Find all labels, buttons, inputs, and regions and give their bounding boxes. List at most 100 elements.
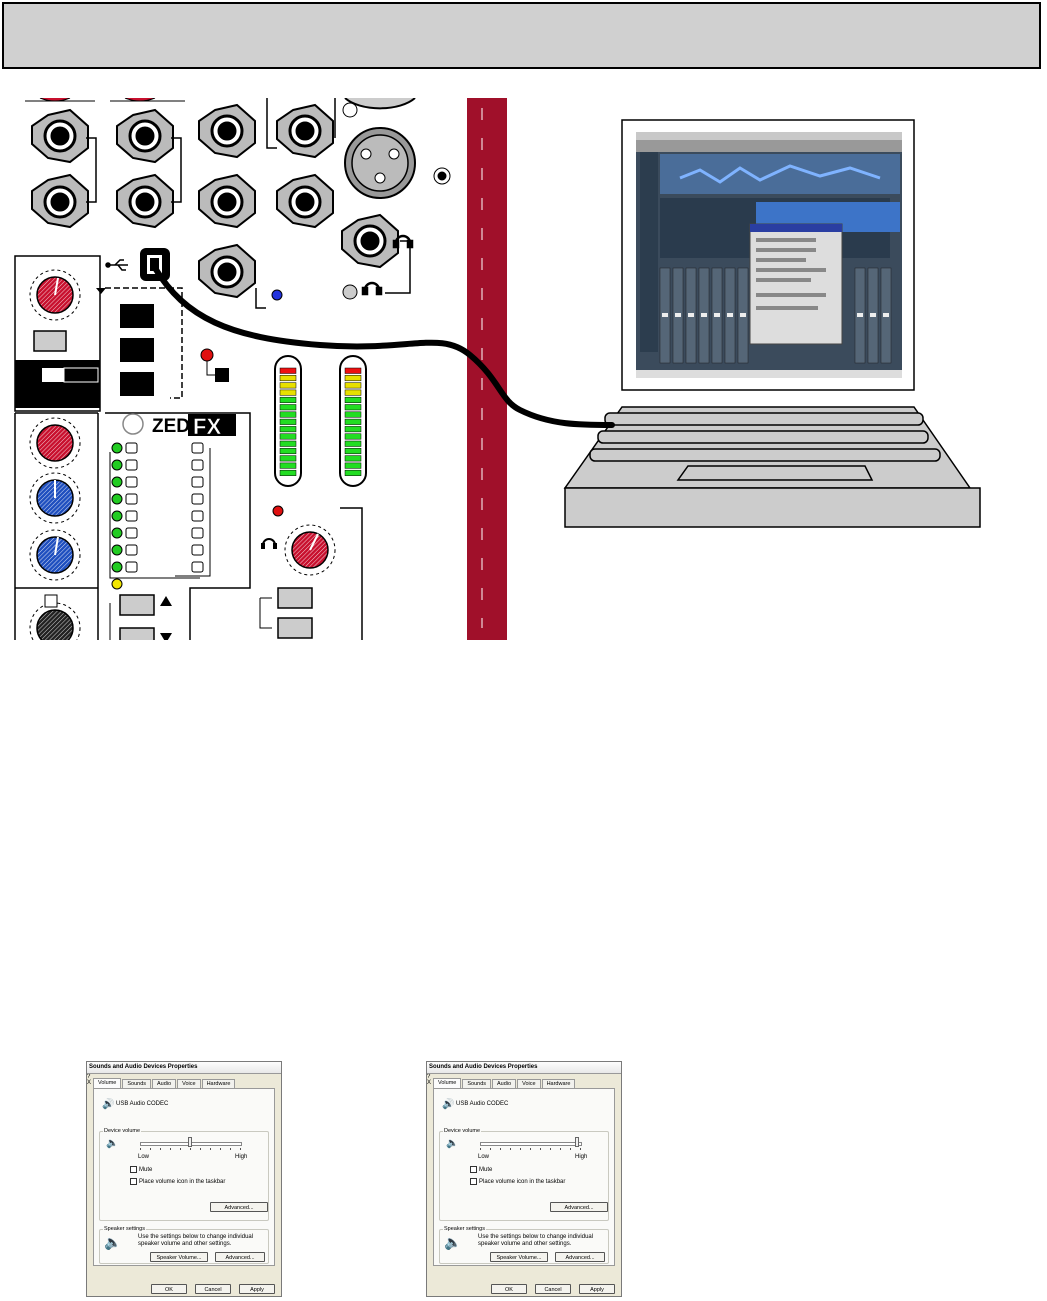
speaker-settings-label: Speaker settings [103,1226,146,1232]
level-meter-left [274,355,302,487]
ok-button[interactable]: OK [491,1284,527,1294]
slider-tick [150,1148,151,1150]
slider-tick [520,1148,521,1150]
mute-checkbox[interactable] [470,1166,477,1173]
speaker-advanced-button[interactable]: Advanced... [215,1252,265,1262]
device-volume-group: Device volume 🔈 Low High Mute Place volu… [99,1128,269,1221]
ok-button[interactable]: OK [151,1284,187,1294]
taskbar-checkbox[interactable] [470,1178,477,1185]
mixer-brand-label: ZED [152,416,190,437]
tab-hardware[interactable]: Hardware [201,1079,236,1088]
low-label: Low [478,1154,490,1160]
sound-properties-dialog-2: Sounds and Audio Devices Properties ? X … [426,1061,622,1297]
device-volume-group: Device volume 🔈 Low High Mute Place volu… [439,1128,609,1221]
speaker-settings-label: Speaker settings [443,1226,486,1232]
device-name: USB Audio CODEC [116,1101,169,1107]
gain-knob [29,269,81,321]
slider-tick [510,1148,511,1150]
meter-segment [279,411,297,418]
meter-segment [279,440,297,447]
apply-button[interactable]: Apply [239,1284,275,1294]
slider-tick [540,1148,541,1150]
tab-strip: Volume Sounds Audio Voice Hardware [93,1078,236,1089]
meter-segment [344,462,362,469]
high-label: High [235,1154,248,1160]
speaker-advanced-button[interactable]: Advanced... [555,1252,605,1262]
usb-cable [152,265,615,428]
daw-fader-cap [714,313,720,317]
tab-voice[interactable]: Voice [177,1079,201,1088]
speakers-icon: 🔈 [104,1234,122,1250]
volume-speaker-icon: 🔈 [446,1138,459,1149]
laptop-illustration [563,119,981,528]
volume-slider-thumb[interactable] [575,1137,579,1147]
speaker-volume-button[interactable]: Speaker Volume... [490,1252,548,1262]
sound-properties-dialog-1: Sounds and Audio Devices Properties ? X … [86,1061,282,1297]
slider-tick [230,1148,231,1150]
volume-slider-track[interactable] [480,1142,582,1146]
usb-icon [105,259,128,271]
meter-segment [279,426,297,433]
jack-inputs [31,103,399,299]
slider-tick [210,1148,211,1150]
meter-segment [344,455,362,462]
slider-tick [530,1148,531,1150]
mute-label: Mute [479,1167,493,1174]
meter-segment [344,404,362,411]
slider-tick [490,1148,491,1150]
cancel-button[interactable]: Cancel [195,1284,231,1294]
mute-checkbox[interactable] [130,1166,137,1173]
tab-audio[interactable]: Audio [152,1079,177,1088]
apply-button[interactable]: Apply [579,1284,615,1294]
slider-tick [180,1148,181,1150]
cancel-button[interactable]: Cancel [535,1284,571,1294]
tab-volume[interactable]: Volume [93,1078,122,1089]
low-label: Low [138,1154,150,1160]
tab-hardware[interactable]: Hardware [541,1079,576,1088]
speaker-text-2: speaker volume and other settings. [478,1241,572,1247]
taskbar-checkbox[interactable] [130,1178,137,1185]
close-button[interactable]: X [87,1080,92,1086]
meter-segment [344,411,362,418]
speaker-volume-button[interactable]: Speaker Volume... [150,1252,208,1262]
help-button[interactable]: ? [87,1074,91,1080]
daw-fader-cap [857,313,863,317]
daw-fader-cap [870,313,876,317]
device-volume-label: Device volume [443,1128,482,1134]
phones-knob [284,524,336,576]
advanced-button[interactable]: Advanced... [550,1202,608,1212]
tab-sounds[interactable]: Sounds [462,1079,492,1088]
meter-segment [344,433,362,440]
tab-voice[interactable]: Voice [517,1079,541,1088]
speaker-device-icon: 🔊 [442,1099,455,1110]
tab-audio[interactable]: Audio [492,1079,517,1088]
tab-strip: Volume Sounds Audio Voice Hardware [433,1078,576,1089]
tab-volume[interactable]: Volume [433,1078,462,1089]
speaker-text-1: Use the settings below to change individ… [478,1234,594,1240]
meter-segment [279,469,297,476]
speaker-settings-group: Speaker settings 🔈 Use the settings belo… [439,1226,609,1264]
volume-tab-panel: 🔊 USB Audio CODEC Device volume 🔈 Low Hi… [93,1088,275,1266]
meter-segment [344,469,362,476]
slider-tick [560,1148,561,1150]
meter-segment [279,367,297,374]
slider-tick [500,1148,501,1150]
meter-segment [344,440,362,447]
close-button[interactable]: X [427,1080,432,1086]
meter-segment [279,396,297,403]
meter-segment [344,367,362,374]
advanced-button[interactable]: Advanced... [210,1202,268,1212]
volume-slider-thumb[interactable] [188,1137,192,1147]
volume-tab-panel: 🔊 USB Audio CODEC Device volume 🔈 Low Hi… [433,1088,615,1266]
xlr-connector [342,98,451,199]
meter-segment [344,426,362,433]
fx-program-leds [111,442,204,590]
meter-segment [279,418,297,425]
slider-tick [200,1148,201,1150]
tab-sounds[interactable]: Sounds [122,1079,152,1088]
daw-fader-cap [883,313,889,317]
help-button[interactable]: ? [427,1074,431,1080]
speaker-text-1: Use the settings below to change individ… [138,1234,254,1240]
taskbar-label: Place volume icon in the taskbar [479,1179,566,1186]
slider-tick [170,1148,171,1150]
